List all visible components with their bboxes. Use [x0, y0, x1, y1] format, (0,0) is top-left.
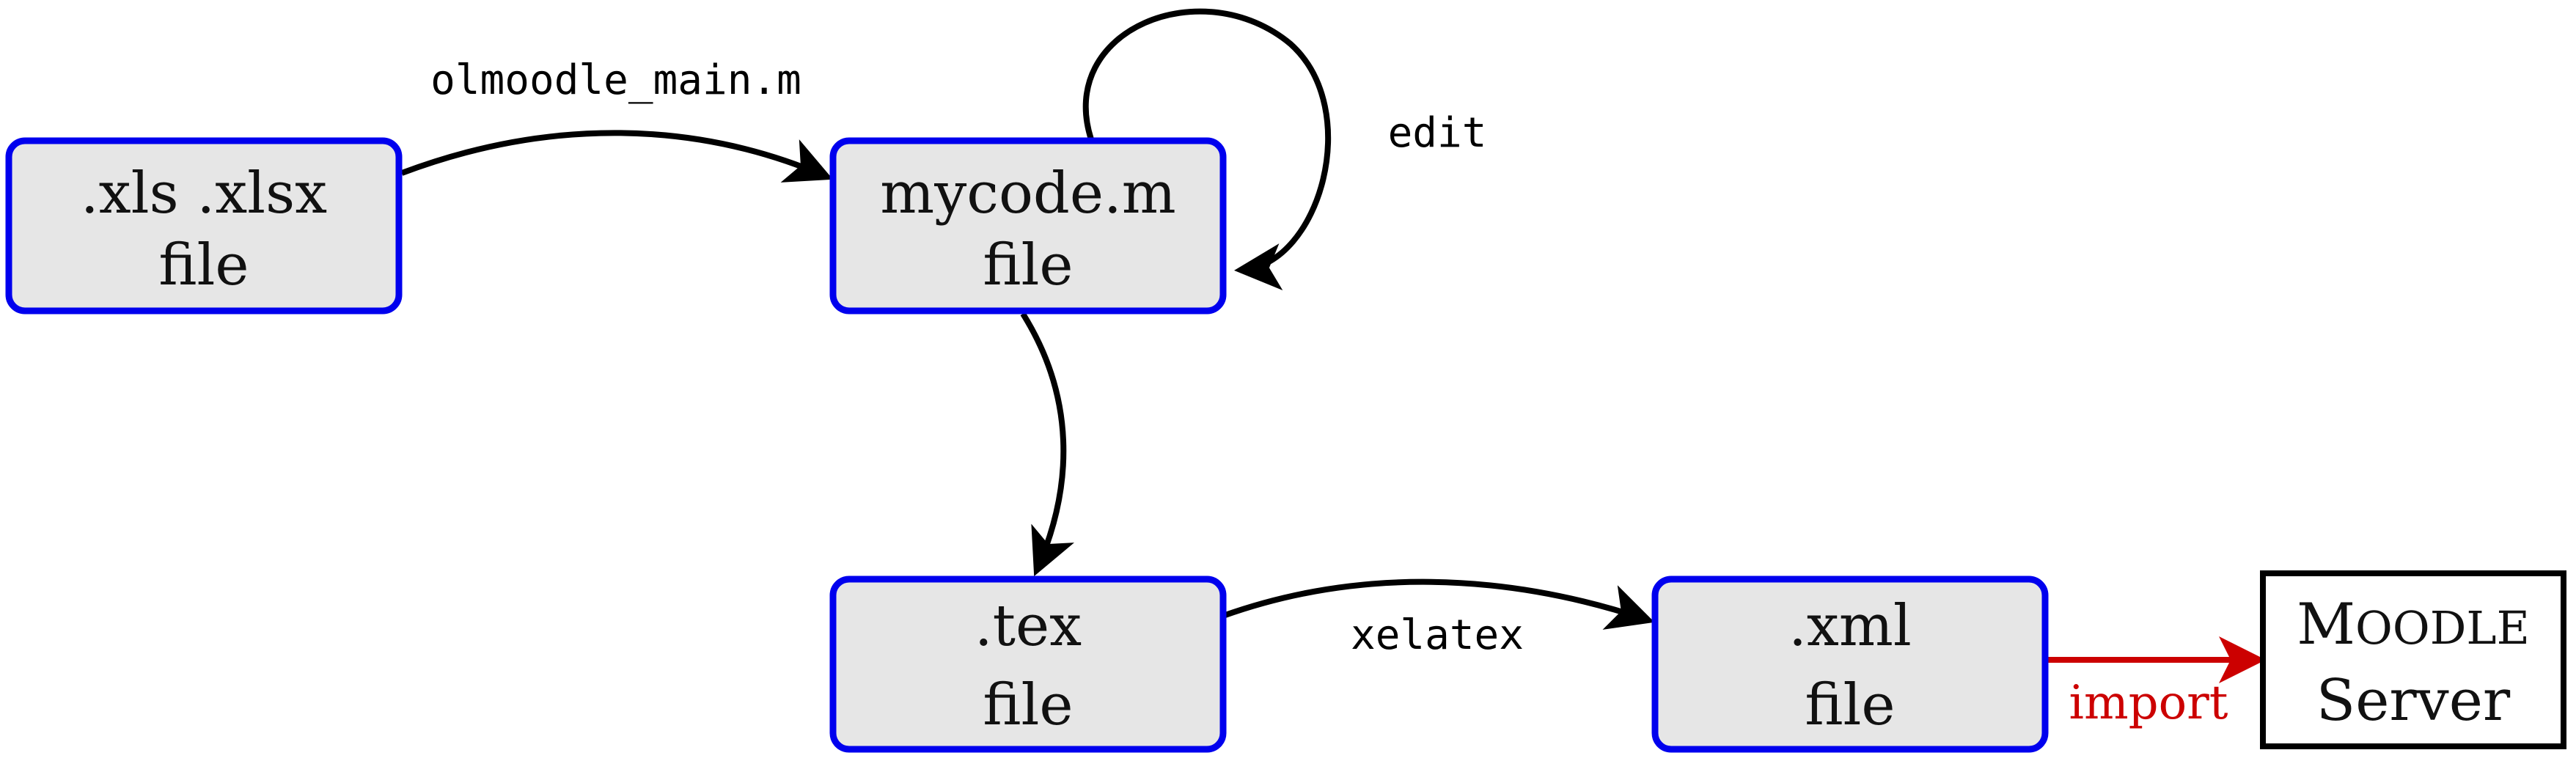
node-xml-label-line1: .xml: [1788, 593, 1912, 659]
node-xls-file: .xls .xlsx file: [5, 137, 403, 315]
edge-mycode-to-tex: [1020, 312, 1075, 577]
node-mycode-label-line2: file: [983, 232, 1073, 298]
node-mycode-file: mycode.m file: [829, 137, 1227, 315]
edge-label-xelatex: xelatex: [1351, 611, 1524, 659]
edge-xls-to-mycode: [400, 130, 834, 183]
node-xml-file: .xml file: [1651, 576, 2049, 753]
node-xls-label-line1: .xls .xlsx: [81, 161, 327, 227]
node-tex-label-line2: file: [983, 672, 1073, 738]
edge-mycode-self-loop: [1082, 8, 1332, 290]
edge-label-edit: edit: [1388, 109, 1487, 157]
node-tex-label-line1: .tex: [975, 593, 1082, 659]
node-xml-label-line2: file: [1805, 672, 1895, 738]
node-server-label-line1: MOODLE: [2297, 592, 2530, 658]
node-server-label-line2: Server: [2316, 668, 2511, 734]
edge-label-olmoodle-main: olmoodle_main.m: [430, 56, 801, 104]
node-mycode-label-line1: mycode.m: [880, 161, 1176, 227]
edge-tex-to-xml: [1222, 578, 1655, 630]
node-xls-label-line2: file: [158, 232, 249, 298]
node-moodle-server: MOODLE Server: [2260, 570, 2566, 749]
edge-label-import: import: [2069, 676, 2228, 730]
node-tex-file: .tex file: [829, 576, 1227, 753]
